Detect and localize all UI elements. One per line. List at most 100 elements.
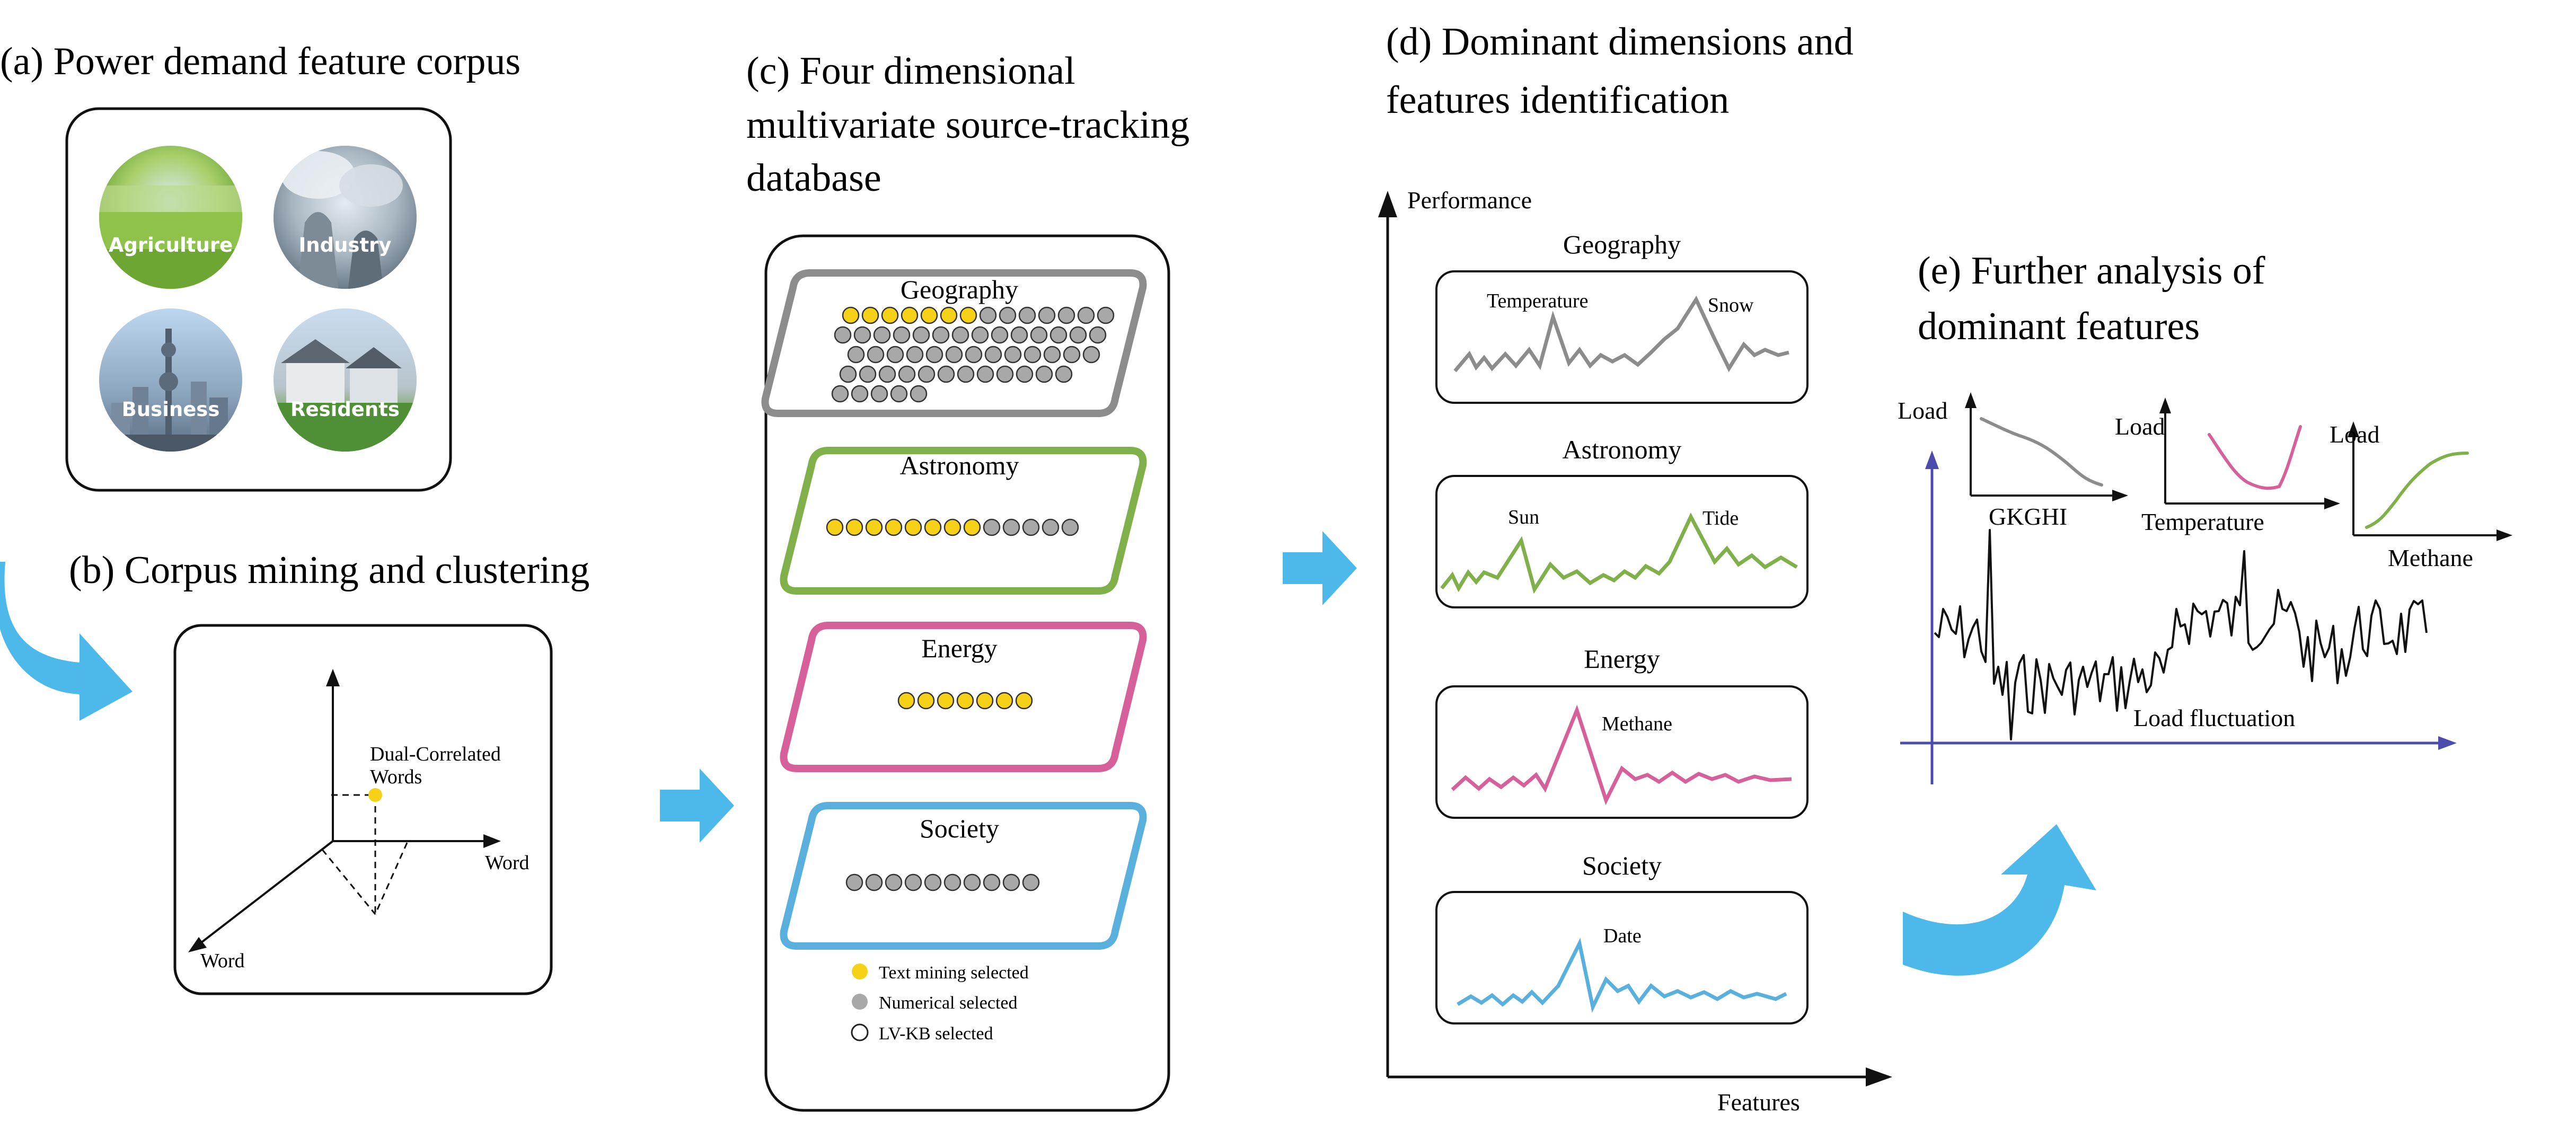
business-label: Business [122,398,220,421]
society-dot [963,873,981,891]
inset-curve-methane [2365,452,2469,529]
curved-arrow-icon [0,562,133,721]
geography-dot [831,385,849,403]
point-label-line2: Words [370,766,422,788]
panel-e-title-line1: (e) Further analysis of [1918,249,2265,293]
peak-label-methane: Methane [1602,713,1672,735]
astronomy-dot [865,518,883,536]
panel-c-box [764,234,1170,1112]
geography-dot [1010,326,1028,344]
geography-dot [893,326,911,344]
dimension-label-society: Society [920,814,999,843]
energy-dot [897,692,915,710]
panel-c-title-line3: database [746,156,881,200]
geography-dot [1024,346,1042,364]
residents-label: Residents [290,398,400,421]
peak-label-temperature: Temperature [1487,290,1588,312]
geography-dot [1063,346,1081,364]
geography-dot [945,346,963,364]
geography-dot [971,326,989,344]
society-feature-line [1457,938,1787,1013]
dimension-shape-society [780,802,1147,950]
panel-d-title-line1: (d) Dominant dimensions and [1386,20,1854,64]
geography-dot [853,326,871,344]
geography-dot [991,326,1009,344]
panel-c-title-line2: multivariate source-tracking [746,103,1189,147]
agriculture-image [99,146,242,289]
geography-dot [1089,326,1107,344]
society-dot [1022,873,1040,891]
panel-e-title-line2: dominant features [1918,305,2200,348]
geography-dot [886,346,904,364]
dimension-label-geography: Geography [901,275,1018,304]
geography-dot [912,326,930,344]
astronomy-feature-box [1435,475,1809,608]
astronomy-feature-line [1440,513,1798,594]
geography-dot [1057,306,1075,324]
feature-box-title-energy: Energy [1584,644,1660,674]
panel-b-title: (b) Corpus mining and clustering [69,549,589,592]
panel-c-title-line1: (c) Four dimensional [746,49,1075,93]
energy-dot [956,692,974,710]
dimension-shape-astronomy [780,447,1147,595]
inset-gkghi-y-label: Load [1898,397,1948,424]
feature-box-title-geography: Geography [1563,229,1681,259]
geography-dot [906,346,924,364]
society-dot [904,873,922,891]
panel-a-title: (a) Power demand feature corpus [0,40,521,83]
geography-dot [870,385,888,403]
geography-feature-box [1435,270,1809,404]
geography-dot [1049,326,1068,344]
geography-dot [1030,326,1048,344]
arrow-icon-cd [1283,531,1357,605]
geography-dot [1077,306,1095,324]
astronomy-dot [904,518,922,536]
geography-dot [901,306,919,324]
geography-dot [979,306,997,324]
dimension-shapes [761,269,1147,950]
geography-dot [1069,326,1087,344]
peak-label-tide: Tide [1702,507,1739,529]
astronomy-dot [1042,518,1060,536]
society-dot [1002,873,1020,891]
industry-label: Industry [298,234,391,257]
geography-dot [867,346,885,364]
curved-arrow-icon-de [1903,824,2096,976]
dimension-label-energy: Energy [921,633,997,663]
astronomy-dot [845,518,863,536]
geography-dot [859,365,877,383]
dimension-shape-energy [780,622,1147,772]
projection-lines [321,794,408,915]
axis-label-diag: Word [200,950,244,972]
inset-temperature-y-label: Load [2115,413,2165,440]
legend-numerical-swatch [852,994,868,1010]
geography-dot [932,326,950,344]
inset-curve-temperature [2208,425,2302,490]
society-dot [885,873,903,891]
geography-dot [959,306,977,324]
geography-dot [1035,365,1053,383]
feature-box-title-society: Society [1582,851,1662,880]
inset-gkghi-x-label: GKGHI [1989,503,2067,530]
agriculture-label: Agriculture [109,234,233,257]
geography-dot [842,306,860,324]
society-dot [924,873,942,891]
dimension-dots [826,306,1115,891]
geography-dot [1004,346,1022,364]
energy-dot [917,692,935,710]
inset-methane-y-label: Load [2330,421,2380,448]
geography-dot [878,365,896,383]
geography-dot [861,306,879,324]
panel-d-axes [1378,191,1892,1086]
dual-correlated-point [368,788,382,802]
energy-feature-line [1451,704,1792,806]
feature-box-title-astronomy: Astronomy [1563,435,1682,464]
astronomy-dot [963,518,981,536]
inset-axes [1970,403,2502,536]
astronomy-dot [943,518,961,536]
load-fluctuation-series [1934,529,2428,740]
geography-dot [965,346,983,364]
geography-dot [918,365,936,383]
